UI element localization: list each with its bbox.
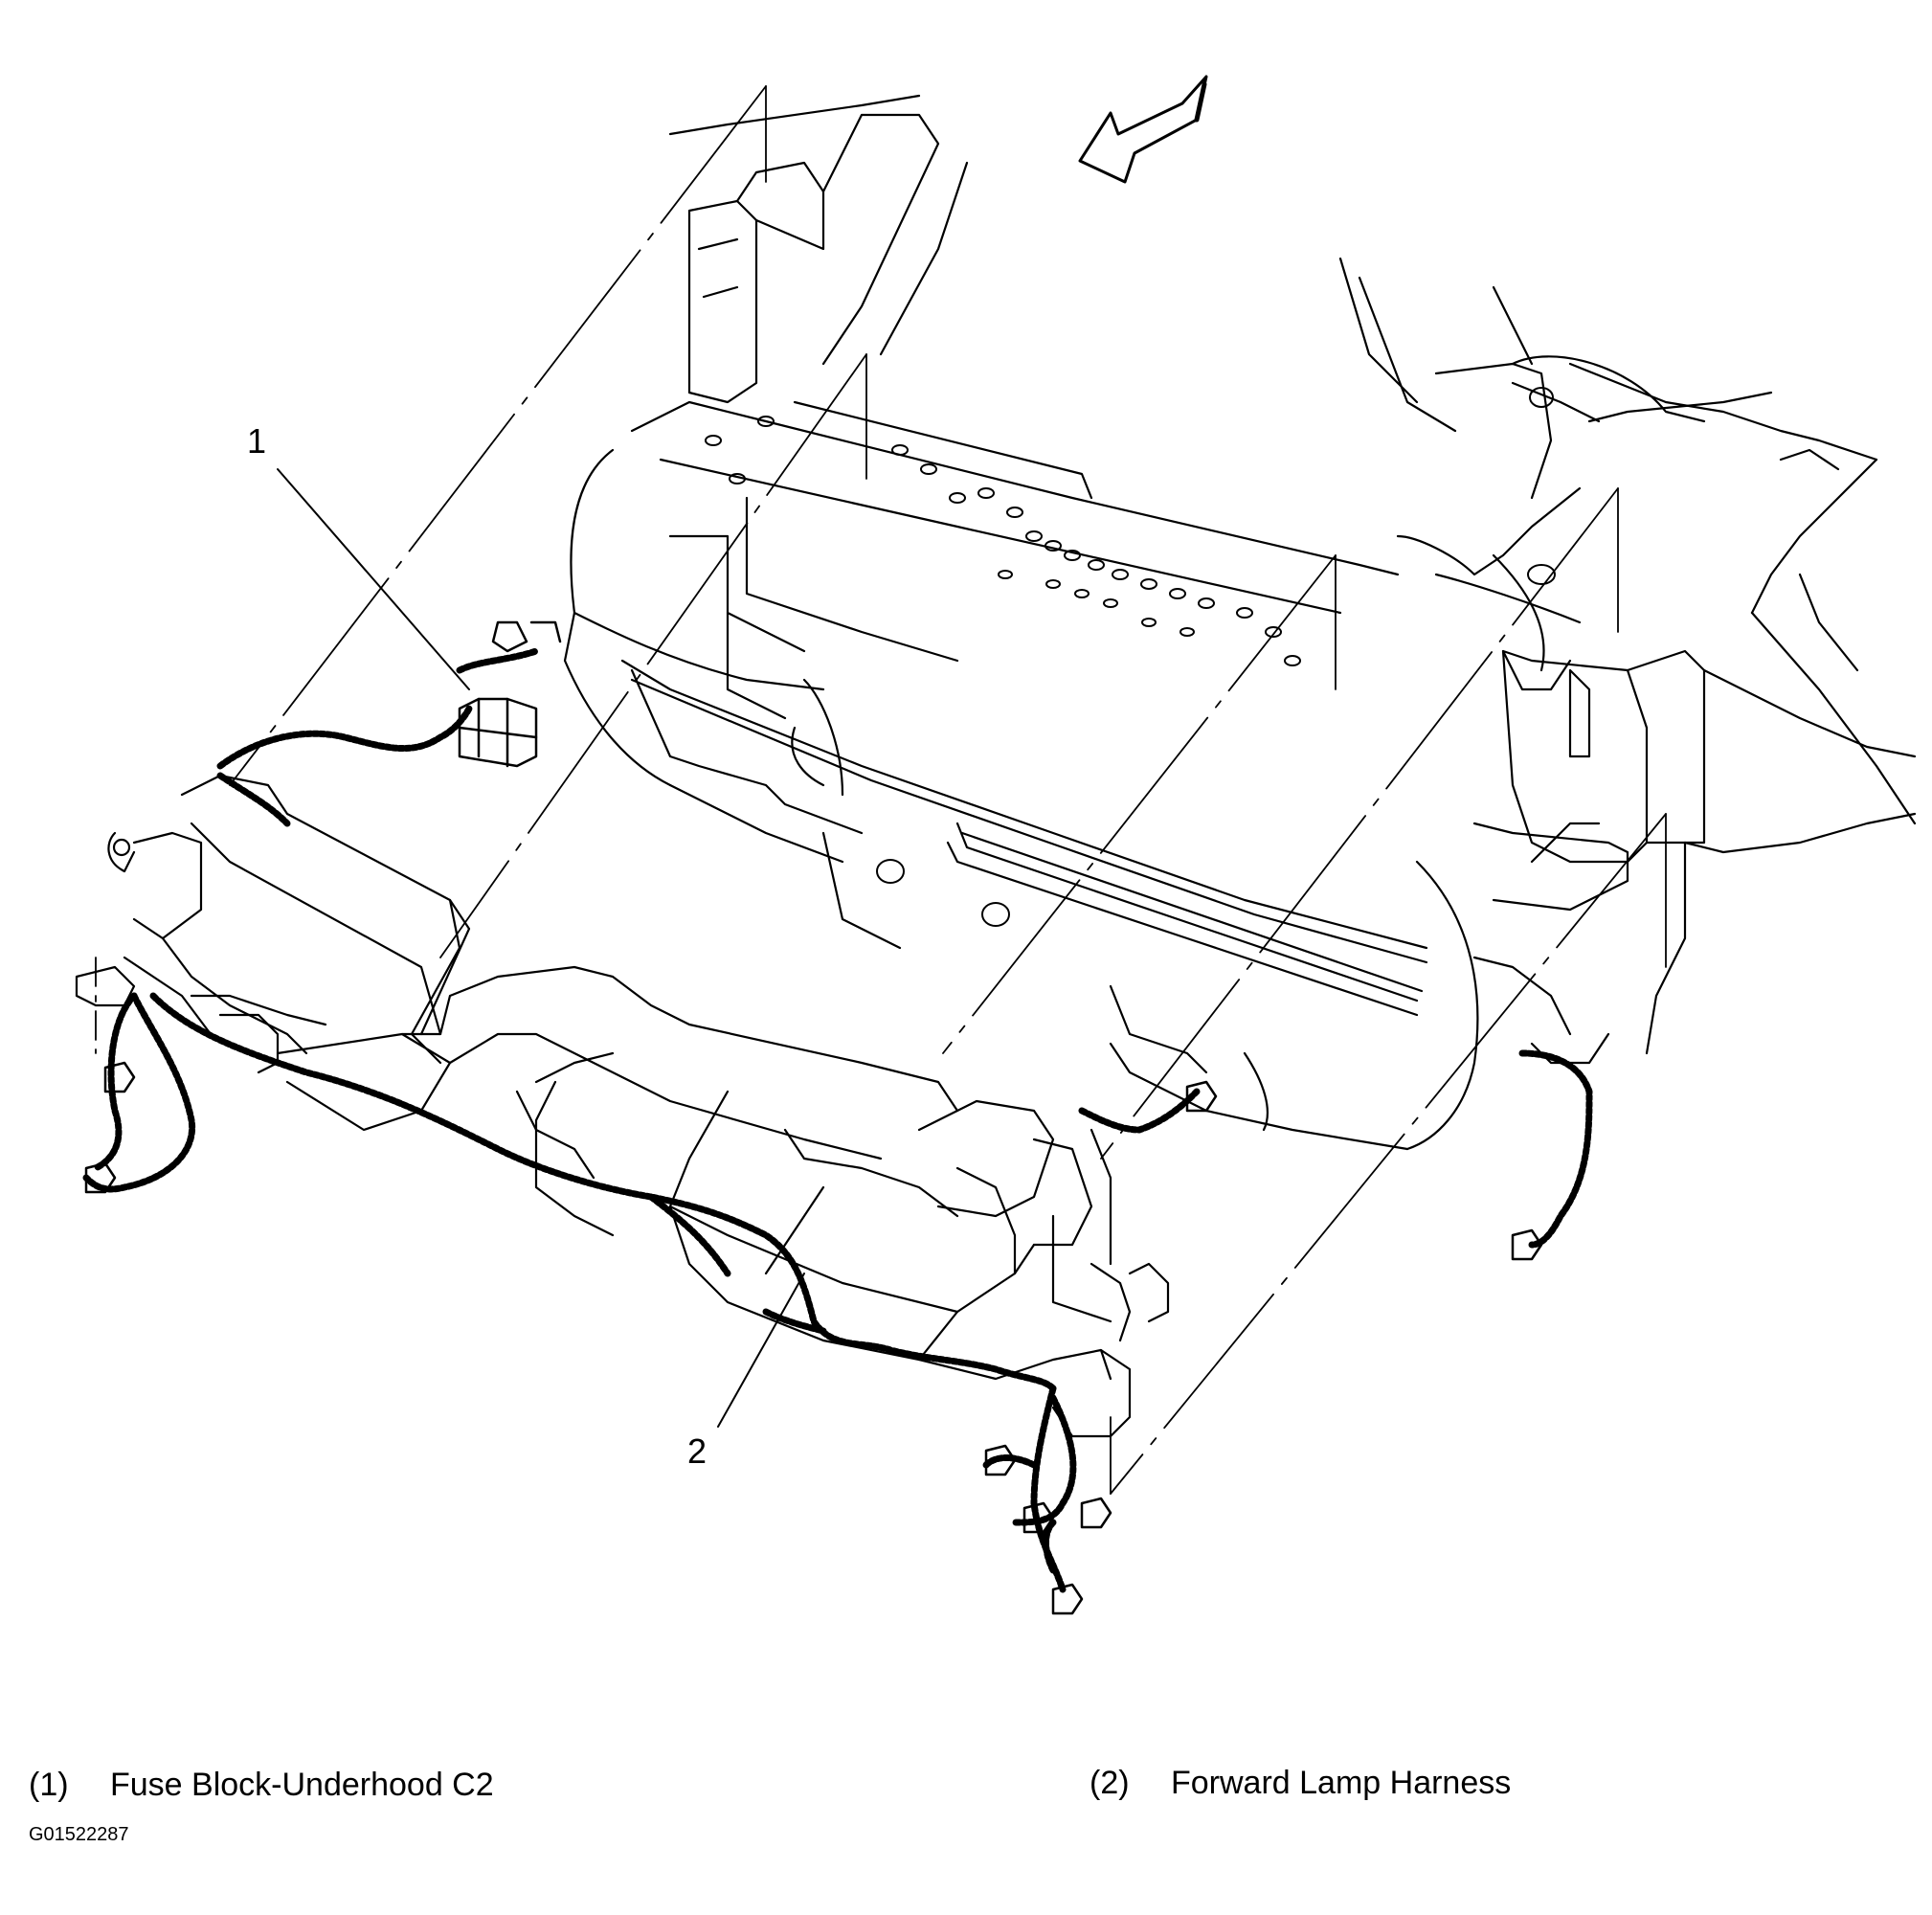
callout-number-2: 2: [687, 1431, 708, 1471]
legend-code-1: (1): [29, 1767, 69, 1803]
figure-id: G01522287: [29, 1824, 129, 1845]
legend-item-2: (2) Forward Lamp Harness: [1090, 1765, 1511, 1802]
legend-label-2: Forward Lamp Harness: [1171, 1765, 1512, 1801]
legend-label-1: Fuse Block-Underhood C2: [110, 1767, 494, 1803]
forward-lamp-harness: [86, 651, 1589, 1589]
callout-number-1: 1: [247, 421, 267, 461]
callout-leaders: [278, 469, 804, 1427]
harness-diagram: [0, 0, 1932, 1685]
harness-support-frame: [77, 776, 1168, 1436]
vehicle-front-structure: [96, 86, 1915, 1494]
direction-arrow-icon: [1080, 77, 1206, 182]
legend-code-2: (2): [1090, 1765, 1130, 1801]
harness-connectors: [86, 622, 1541, 1613]
legend-item-1: (1) Fuse Block-Underhood C2: [29, 1767, 494, 1804]
